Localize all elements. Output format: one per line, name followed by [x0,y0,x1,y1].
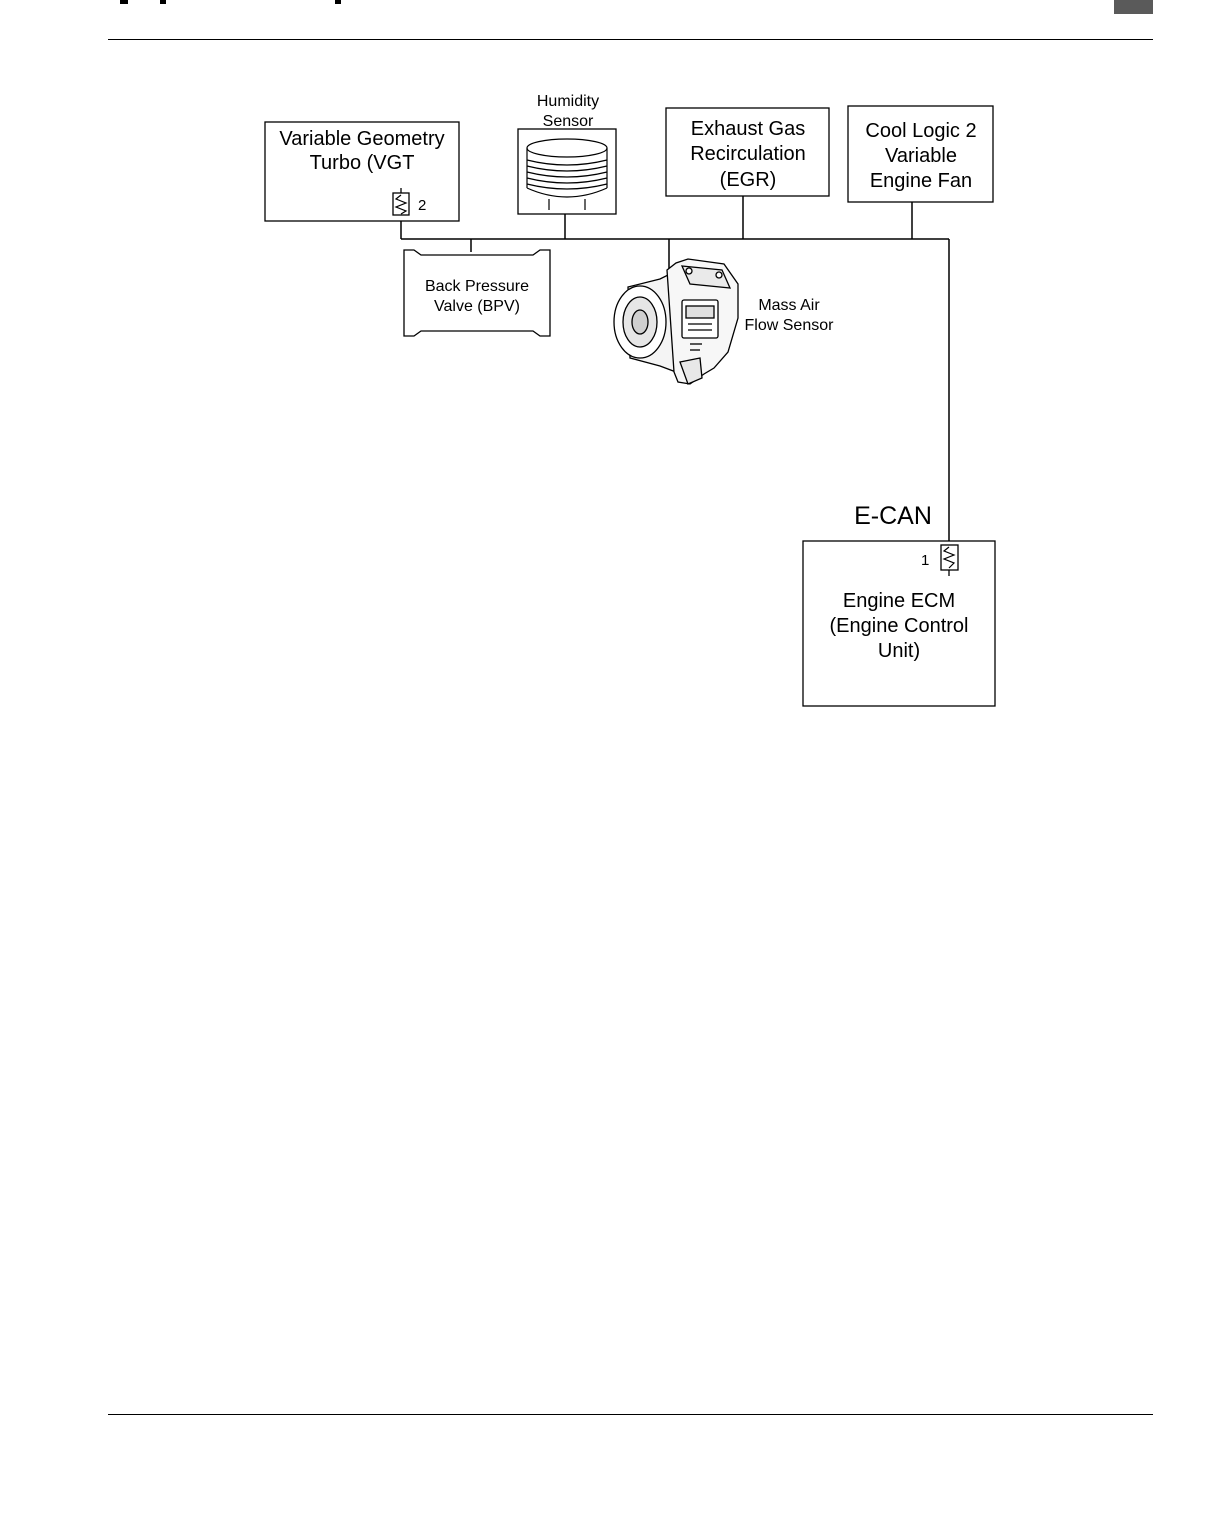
humidity-label-line1: Humidity [537,93,599,110]
maf-label-line2: Flow Sensor [745,317,835,334]
egr-label-line1: Exhaust Gas [691,118,806,140]
egr-module: Exhaust Gas Recirculation (EGR) [666,108,829,196]
cool-logic-label-line2: Variable [885,145,957,167]
ecan-bus-label: E-CAN [854,502,932,530]
humidity-sensor: Humidity Sensor [518,93,616,214]
vgt-label-line1: Variable Geometry [279,128,444,150]
bpv-label-line1: Back Pressure [425,278,529,295]
vgt-terminator-number: 2 [418,197,426,214]
humidity-label-line2: Sensor [543,113,594,130]
vgt-module: Variable Geometry Turbo (VGT 2 [265,122,459,221]
ecm-label-line2: (Engine Control [830,615,969,637]
vgt-label-line2: Turbo (VGT [310,152,415,174]
back-pressure-valve: Back Pressure Valve (BPV) [404,250,550,336]
bpv-label-line2: Valve (BPV) [434,298,520,315]
cool-logic-label-line1: Cool Logic 2 [865,120,976,142]
cool-logic-module: Cool Logic 2 Variable Engine Fan [848,106,993,202]
engine-ecm-module: 1 Engine ECM (Engine Control Unit) [803,541,995,706]
ecm-terminator-number: 1 [921,552,929,569]
egr-label-line3: (EGR) [720,169,777,191]
ecm-label-line3: Unit) [878,640,920,662]
maf-sensor-icon [614,259,738,384]
egr-label-line2: Recirculation [690,143,806,165]
maf-label-line1: Mass Air [758,297,820,314]
ecm-label-line1: Engine ECM [843,590,955,612]
cool-logic-label-line3: Engine Fan [870,170,972,192]
